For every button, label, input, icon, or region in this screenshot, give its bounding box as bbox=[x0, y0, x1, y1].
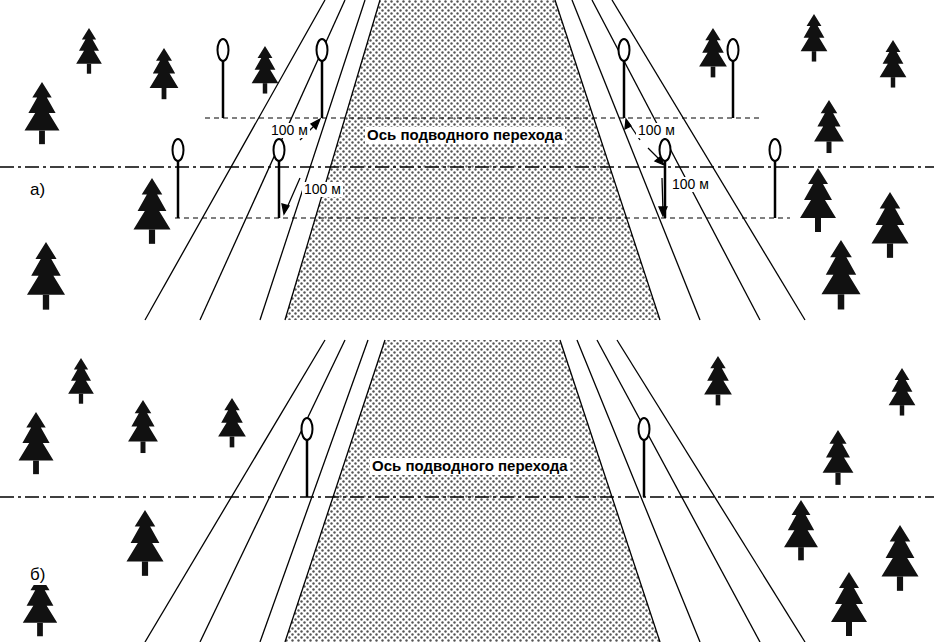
dimension-label: 100 м bbox=[269, 123, 310, 138]
river bbox=[285, 340, 660, 642]
bank-lines bbox=[145, 340, 805, 642]
bank-lines bbox=[145, 0, 805, 320]
protection-line bbox=[175, 218, 790, 219]
panel-label: б) bbox=[28, 566, 47, 585]
dimension-label: 100 м bbox=[636, 123, 677, 138]
axis-line bbox=[0, 166, 934, 167]
panel-a bbox=[0, 0, 934, 320]
axis-line bbox=[0, 496, 934, 497]
trees bbox=[19, 356, 919, 636]
axis-label: Ось подводного перехода bbox=[370, 458, 570, 475]
protection-line bbox=[205, 118, 760, 119]
dimension-label: 100 м bbox=[670, 177, 711, 192]
panel-label: а) bbox=[28, 181, 47, 200]
axis-label: Ось подводного перехода bbox=[365, 127, 565, 144]
river bbox=[285, 0, 660, 320]
trees bbox=[25, 14, 909, 310]
panel-b bbox=[0, 340, 934, 642]
signposts bbox=[173, 39, 781, 218]
dimension-arrows bbox=[282, 119, 667, 216]
dimension-label: 100 м bbox=[302, 182, 343, 197]
signposts bbox=[302, 418, 650, 497]
